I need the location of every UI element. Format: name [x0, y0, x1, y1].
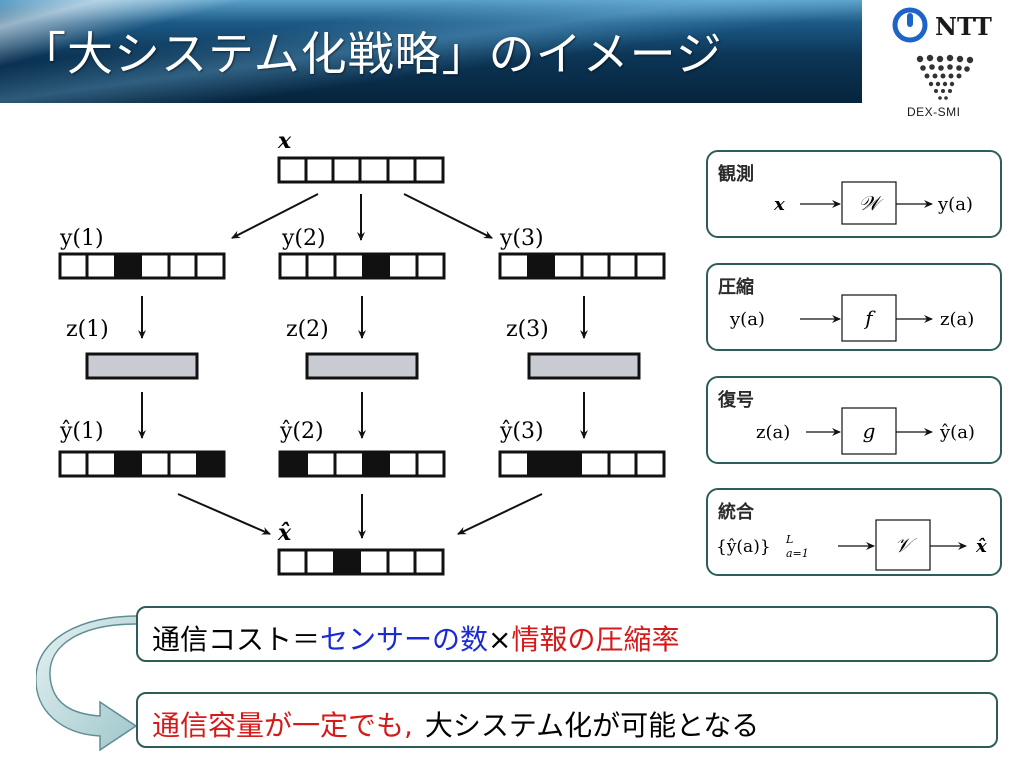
label-z1: z(1): [66, 317, 109, 342]
box-observation-label: 観測: [718, 164, 754, 185]
page-title: 「大システム化戦略」のイメージ: [20, 27, 723, 81]
box-integration: 統合 {ŷ(a)} L a=1 𝒱 x̂: [706, 488, 1002, 576]
comp-input: y(a): [729, 309, 765, 330]
vector-x: [277, 156, 445, 184]
dec-op: g: [863, 419, 876, 443]
arrow-x-to-y1: [231, 193, 319, 239]
conclusion-part-red: 通信容量が一定でも,: [152, 709, 413, 742]
box-compression: 圧縮 y(a) f z(a): [706, 263, 1002, 351]
int-input-sup: L: [785, 533, 793, 546]
curved-arrow-icon: [36, 615, 136, 752]
dec-output: ŷ(a): [939, 422, 975, 443]
dec-op-box: [841, 407, 897, 455]
int-output: x̂: [975, 536, 987, 557]
vector-yhat3: [498, 450, 666, 478]
arrow-yhat3-to-xhat: [457, 493, 543, 535]
box-integration-label: 統合: [718, 502, 754, 523]
box-decoding: 復号 z(a) g ŷ(a): [706, 376, 1002, 464]
label-yhat3: ŷ(3): [499, 419, 544, 444]
obs-input: x: [773, 194, 785, 215]
system-diagram: x y(1) y(2) y(3) z(1) z: [58, 128, 666, 576]
arrow-yhat1-to-xhat: [177, 493, 271, 535]
ntt-logo: NTT DEX-SMI: [880, 4, 1020, 122]
eq-part-times: ×: [488, 623, 512, 656]
conclusion-box: 通信容量が一定でも, 大システム化が可能となる: [136, 692, 998, 748]
vector-xhat: [277, 548, 445, 576]
label-y3: y(3): [499, 226, 544, 251]
comp-output: z(a): [940, 309, 974, 330]
comp-op-box: [841, 294, 897, 342]
logo-brand-text: NTT: [935, 12, 992, 41]
logo-subtitle: DEX-SMI: [907, 105, 961, 119]
label-yhat2: ŷ(2): [279, 419, 324, 444]
compressed-z2: [305, 352, 419, 380]
int-op-box: [875, 519, 931, 571]
compressed-z3: [527, 352, 641, 380]
int-input: {ŷ(a)}: [716, 537, 771, 557]
dec-input: z(a): [756, 422, 790, 443]
label-y2: y(2): [281, 226, 326, 251]
vector-y1: [58, 252, 226, 280]
title-banner: 「大システム化戦略」のイメージ: [0, 0, 862, 103]
vector-yhat1: [58, 450, 226, 478]
label-z3: z(3): [506, 317, 549, 342]
arrow-x-to-y3: [403, 193, 493, 239]
box-observation: 観測 x 𝒲 y(a): [706, 150, 1002, 238]
box-compression-label: 圧縮: [718, 277, 754, 298]
ntt-logo-mark: [892, 7, 974, 100]
label-z2: z(2): [286, 317, 329, 342]
int-input-sub: a=1: [786, 547, 809, 560]
compressed-z1: [85, 352, 199, 380]
box-decoding-label: 復号: [718, 390, 754, 411]
eq-part-sensors: センサーの数: [320, 623, 489, 656]
label-x: x: [277, 128, 292, 154]
banner-light-streak: [0, 0, 862, 103]
conclusion-part-black: 大システム化が可能となる: [424, 709, 760, 742]
obs-output: y(a): [937, 194, 973, 215]
label-xhat: x̂: [277, 520, 292, 546]
eq-part-cost: 通信コスト＝: [152, 623, 321, 656]
label-y1: y(1): [59, 226, 104, 251]
communication-cost-box: 通信コスト＝センサーの数×情報の圧縮率: [136, 606, 998, 662]
obs-op-box: [841, 181, 897, 225]
label-yhat1: ŷ(1): [59, 419, 104, 444]
vector-yhat2: [278, 450, 446, 478]
eq-part-compression: 情報の圧縮率: [511, 623, 680, 656]
vector-y2: [278, 252, 446, 280]
vector-y3: [498, 252, 666, 280]
